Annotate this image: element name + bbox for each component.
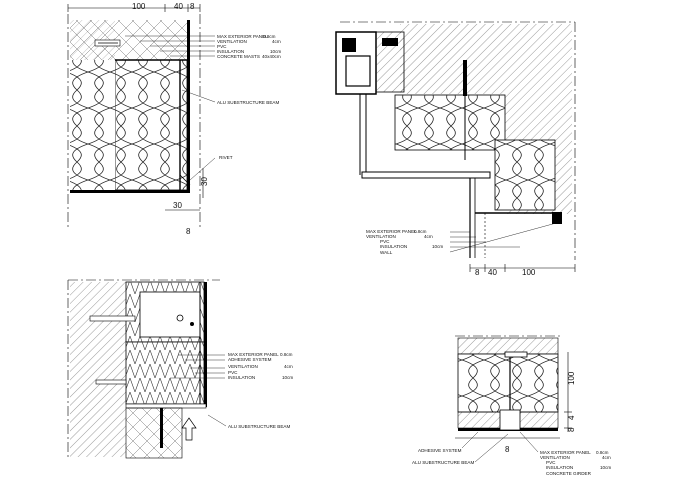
dim-100: 100 bbox=[567, 371, 576, 385]
value-panel: 0.8cm bbox=[596, 450, 609, 455]
dim-30-horizontal: 30 bbox=[173, 201, 182, 210]
detail-top-left: 100 40 8 MAX EXTERIOR PANEL 0.8cm VENTIL… bbox=[67, 2, 281, 236]
joint-profile bbox=[499, 409, 521, 431]
dim-100: 100 bbox=[522, 268, 536, 277]
label-pvc: PVC bbox=[546, 460, 556, 465]
label-girder: CONCRETE GIRDER bbox=[546, 471, 592, 476]
value-panel: 0.8cm bbox=[414, 229, 427, 234]
value-insulation: 10cm bbox=[282, 375, 293, 380]
detail-bottom-right: 100 4 8 8 ADHESIVE SYSTEM ALU SUBSTRUCTU… bbox=[412, 335, 611, 476]
wall-section bbox=[70, 282, 126, 457]
label-wall: WALL bbox=[380, 250, 393, 255]
anchor-plate bbox=[504, 351, 528, 358]
label-ventilation: VENTILATION bbox=[217, 39, 247, 44]
label-insulation: INSULATION bbox=[217, 49, 244, 54]
dim-30-vertical: 30 bbox=[200, 177, 209, 186]
corner-profile bbox=[179, 174, 191, 186]
label-beam: ALU SUBSTRUCTURE BEAM bbox=[217, 100, 279, 105]
exterior-panel bbox=[204, 282, 207, 407]
concrete-base bbox=[125, 407, 183, 459]
dim-40: 40 bbox=[488, 268, 497, 277]
label-insulation: INSULATION bbox=[546, 465, 573, 470]
dim-8: 8 bbox=[475, 268, 480, 277]
value-insulation: 10cm bbox=[600, 465, 611, 470]
label-beam: ALU SUBSTRUCTURE BEAM bbox=[228, 424, 290, 429]
label-panel: MAX EXTERIOR PANEL bbox=[540, 450, 591, 455]
anchor-screw bbox=[89, 315, 136, 322]
dim-4: 4 bbox=[567, 415, 576, 420]
label-pvc: PVC bbox=[217, 44, 227, 49]
label-pvc: PVC bbox=[380, 239, 390, 244]
dim-8: 8 bbox=[190, 2, 195, 11]
value-panel: 0.8cm bbox=[280, 352, 293, 357]
window-frame-profile bbox=[335, 31, 405, 95]
label-rivet: RIVET bbox=[219, 155, 233, 160]
support-bracket bbox=[139, 291, 201, 338]
detail-bottom-left: MAX EXTERIOR PANEL 0.8cm ADHESIVE SYSTEM… bbox=[67, 279, 293, 460]
value-insulation: 10cm bbox=[270, 49, 281, 54]
label-adhesive: ADHESIVE SYSTEM bbox=[418, 448, 462, 453]
value-ventilation: 4cm bbox=[602, 455, 611, 460]
label-panel: MAX EXTERIOR PANEL bbox=[366, 229, 417, 234]
callout-stack-bottom-right: MAX EXTERIOR PANEL 0.8cm VENTILATION 4cm… bbox=[519, 431, 611, 476]
dim-100: 100 bbox=[132, 2, 146, 11]
label-insulation: INSULATION bbox=[228, 375, 255, 380]
label-pvc: PVC bbox=[228, 370, 238, 375]
dim-8-bottom: 8 bbox=[505, 445, 510, 454]
label-ventilation: VENTILATION bbox=[366, 234, 396, 239]
label-adhesive: ADHESIVE SYSTEM bbox=[228, 357, 272, 362]
insulation-wool bbox=[115, 60, 187, 190]
value-panel: 0.8cm bbox=[263, 34, 276, 39]
label-panel: MAX EXTERIOR PANEL bbox=[228, 352, 279, 357]
callout-stack-top-left: MAX EXTERIOR PANEL 0.8cm VENTILATION 4cm… bbox=[125, 34, 281, 59]
value-ventilation: 4cm bbox=[284, 364, 293, 369]
label-panel: MAX EXTERIOR PANEL bbox=[217, 34, 268, 39]
dim-40: 40 bbox=[174, 2, 183, 11]
detail-top-right: MAX EXTERIOR PANEL 0.8cm VENTILATION 4cm… bbox=[335, 21, 576, 277]
value-masts: 40x40cm bbox=[262, 54, 281, 59]
callout-stack-bottom-left: MAX EXTERIOR PANEL 0.8cm ADHESIVE SYSTEM… bbox=[170, 352, 293, 380]
anchor-bolt bbox=[463, 60, 467, 96]
callout-stack-top-right: MAX EXTERIOR PANEL 0.8cm VENTILATION 4cm… bbox=[366, 221, 561, 255]
wall-lintel bbox=[400, 24, 572, 94]
bracket bbox=[552, 212, 562, 224]
label-beam: ALU SUBSTRUCTURE BEAM bbox=[412, 460, 474, 465]
dim-8-bottom: 8 bbox=[186, 227, 191, 236]
exterior-panel-horizontal bbox=[70, 190, 190, 193]
value-ventilation: 4cm bbox=[272, 39, 281, 44]
dim-8: 8 bbox=[567, 427, 576, 432]
label-masts: CONCRETE MASTS bbox=[217, 54, 260, 59]
value-insulation: 10cm bbox=[432, 244, 443, 249]
sill-flashing bbox=[361, 171, 491, 179]
airflow-arrow-icon bbox=[181, 417, 197, 441]
label-ventilation: VENTILATION bbox=[228, 364, 258, 369]
label-insulation: INSULATION bbox=[380, 244, 407, 249]
exterior-panel-vertical bbox=[187, 20, 190, 193]
value-ventilation: 4cm bbox=[424, 234, 433, 239]
label-ventilation: VENTILATION bbox=[540, 455, 570, 460]
